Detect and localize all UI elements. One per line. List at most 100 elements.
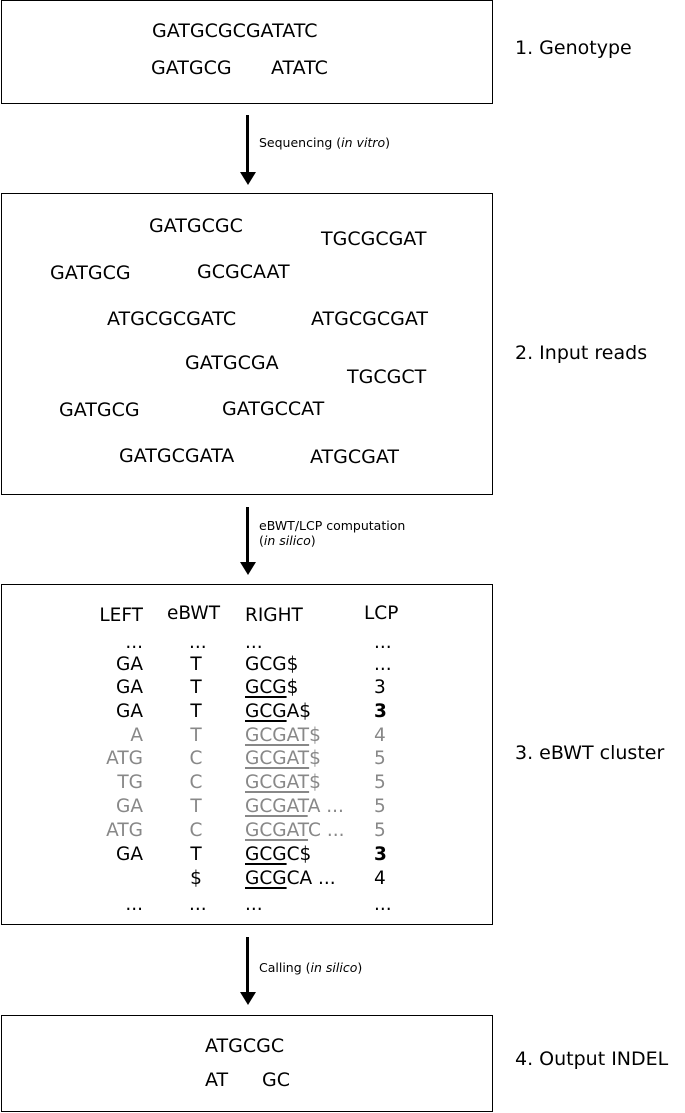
right-suffix: C ... <box>308 820 345 841</box>
genotype-sequence: GATGCGCGATATC <box>152 20 318 42</box>
right-shared-prefix: GCGAT <box>245 725 310 746</box>
genotype-left-part: GATGCG <box>151 57 232 79</box>
cluster-right-cell: GCGATC ... <box>245 820 345 841</box>
cluster-ebwt-cell: $ <box>190 868 202 889</box>
cluster-lcp-cell: 4 <box>374 868 386 889</box>
right-shared-prefix: GCGAT <box>245 772 310 793</box>
cluster-left-cell: ATG <box>106 820 143 841</box>
cluster-ebwt-cell: T <box>190 677 202 698</box>
right-suffix: $ <box>309 772 321 793</box>
cluster-ebwt-cell: T <box>190 701 202 722</box>
cluster-left-cell: GA <box>116 654 143 675</box>
cluster-ebwt-cell: C <box>189 820 203 841</box>
right-shared-prefix: GCGAT <box>245 796 308 817</box>
cluster-right-cell: GCGA$ <box>245 701 312 722</box>
cluster-left-cell: GA <box>116 677 143 698</box>
cluster-ebwt-cell: ... <box>189 632 207 653</box>
read-item: ATGCGCGATC <box>107 308 237 330</box>
right-shared-prefix: GCG <box>245 844 287 865</box>
right-suffix: ... <box>245 894 263 915</box>
right-suffix: $ <box>286 677 299 698</box>
right-suffix: A$ <box>286 701 312 722</box>
cluster-ebwt-cell: T <box>190 725 202 746</box>
cluster-ebwt-cell: ... <box>189 894 207 915</box>
cluster-ebwt-cell: C <box>189 748 203 769</box>
right-shared-prefix: GCGAT <box>245 748 310 769</box>
arrow-down-icon <box>240 172 256 185</box>
cluster-left-cell: GA <box>116 796 143 817</box>
cluster-ebwt-cell: T <box>190 844 202 865</box>
right-suffix: ... <box>245 632 263 653</box>
read-item: ATGCGAT <box>310 446 399 468</box>
read-item: GATGCGATA <box>119 445 235 467</box>
arrow-down-icon <box>240 992 256 1005</box>
cluster-lcp-cell: ... <box>374 654 392 675</box>
arrow-sequencing-label: Sequencing (in vitro) <box>259 135 390 150</box>
cluster-left-cell: TG <box>117 772 143 793</box>
cluster-left-cell: GA <box>116 844 143 865</box>
right-shared-prefix: GCG <box>245 868 287 889</box>
cluster-lcp-cell: 5 <box>374 820 386 841</box>
read-item: GATGCG <box>59 399 140 421</box>
right-shared-prefix: GCG <box>245 677 287 698</box>
right-shared-prefix: GCG <box>245 701 287 722</box>
genotype-box <box>1 0 493 104</box>
cluster-right-cell: ... <box>245 894 263 915</box>
cluster-right-cell: GCGATA ... <box>245 796 344 817</box>
right-suffix: $ <box>309 725 321 746</box>
read-item: TGCGCT <box>347 366 427 388</box>
read-item: ATGCGCGAT <box>311 308 428 330</box>
cluster-left-cell: ... <box>125 894 143 915</box>
cluster-lcp-cell: 5 <box>374 796 386 817</box>
right-suffix: CA ... <box>286 868 336 889</box>
arrow-sequencing-shaft <box>246 115 249 173</box>
reads-box <box>1 193 493 495</box>
cluster-right-cell: GCGAT$ <box>245 725 321 746</box>
cluster-lcp-cell: 3 <box>374 677 386 698</box>
cluster-right-cell: GCGC$ <box>245 844 312 865</box>
arrow-calling-label: Calling (in silico) <box>259 960 363 975</box>
cluster-right-cell: GCGAT$ <box>245 748 321 769</box>
cluster-box <box>1 584 493 925</box>
output-box <box>1 1015 493 1112</box>
cluster-right-cell: ... <box>245 632 263 653</box>
header-lcp: LCP <box>364 603 399 624</box>
cluster-left-cell: ATG <box>106 748 143 769</box>
arrow-down-icon <box>240 562 256 575</box>
output-sequence: ATGCGC <box>205 1035 285 1057</box>
cluster-right-cell: GCGCA ... <box>245 868 336 889</box>
genotype-right-part: ATATC <box>271 57 328 79</box>
cluster-right-cell: GCG$ <box>245 677 299 698</box>
right-suffix: C$ <box>286 844 312 865</box>
right-suffix: A ... <box>307 796 344 817</box>
read-item: TGCGCGAT <box>321 228 427 250</box>
cluster-ebwt-cell: C <box>189 772 203 793</box>
header-right: RIGHT <box>245 605 303 626</box>
cluster-lcp-cell: 3 <box>374 844 387 865</box>
cluster-lcp-cell: 4 <box>374 725 386 746</box>
read-item: GATGCCAT <box>222 398 325 420</box>
cluster-ebwt-cell: T <box>190 796 202 817</box>
cluster-lcp-cell: 5 <box>374 772 386 793</box>
step-genotype-label: 1. Genotype <box>515 37 632 59</box>
read-item: GATGCGA <box>185 352 279 374</box>
cluster-left-cell: A <box>130 725 143 746</box>
right-shared-prefix: GCGAT <box>245 820 309 841</box>
step-cluster-label: 3. eBWT cluster <box>515 742 665 764</box>
read-item: GATGCGC <box>149 215 243 237</box>
cluster-lcp-cell: 3 <box>374 701 387 722</box>
output-right-part: GC <box>262 1069 290 1091</box>
cluster-left-cell: ... <box>125 632 143 653</box>
step-reads-label: 2. Input reads <box>515 342 648 364</box>
cluster-lcp-cell: ... <box>374 894 392 915</box>
step-output-label: 4. Output INDEL <box>515 1048 669 1070</box>
output-left-part: AT <box>205 1069 229 1091</box>
cluster-left-cell: GA <box>116 701 143 722</box>
arrow-computation-shaft <box>246 507 249 563</box>
right-suffix: $ <box>309 748 321 769</box>
cluster-ebwt-cell: T <box>190 654 202 675</box>
header-left: LEFT <box>99 605 143 626</box>
read-item: GCGCAAT <box>197 261 290 283</box>
cluster-right-cell: GCG$ <box>245 655 298 675</box>
cluster-right-cell: GCGAT$ <box>245 772 321 793</box>
